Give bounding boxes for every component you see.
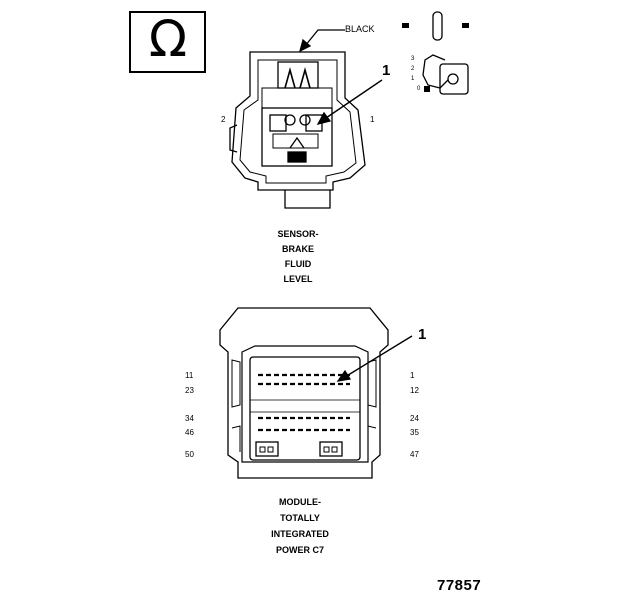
pin-label-right: 12 — [410, 386, 419, 395]
bottom-connector-face — [249, 356, 361, 461]
key-position-label: 3 — [411, 56, 415, 62]
pin-label-right: 24 — [410, 414, 419, 423]
bottom-name-line: MODULE- — [279, 497, 321, 507]
key-position-label: 2 — [411, 66, 415, 72]
key-position-label: 1 — [411, 76, 415, 82]
top-connector-housing — [231, 51, 366, 191]
pin-label-left: 11 — [185, 371, 194, 380]
top-name-line: FLUID — [284, 259, 312, 269]
pin-label-left: 23 — [185, 386, 194, 395]
key-position-labels: 3 2 1 0 — [411, 54, 420, 94]
key-position-label: 0 — [417, 86, 421, 92]
top-name-line: BRAKE — [281, 244, 314, 254]
top-name-line: SENSOR- — [277, 229, 319, 239]
bottom-name-line: INTEGRATED — [271, 529, 329, 539]
pin-label-right: 1 — [410, 371, 415, 380]
bottom-connector-housing — [219, 307, 389, 479]
bottom-name-line: TOTALLY — [280, 513, 320, 523]
pin-label-left: 46 — [185, 428, 194, 437]
pin-label-right: 35 — [410, 428, 419, 437]
top-pin-label-right: 1 — [370, 115, 375, 124]
bottom-connector-name: MODULE- TOTALLY INTEGRATED POWER C7 — [240, 494, 360, 558]
ohm-symbol: Ω — [148, 10, 188, 68]
bottom-callout-number: 1 — [418, 326, 427, 343]
pin-label-right: 47 — [410, 450, 419, 459]
ohm-symbol-box — [129, 11, 206, 73]
top-connector-name: SENSOR- BRAKE FLUID LEVEL — [248, 227, 348, 287]
top-connector-face — [261, 107, 333, 167]
figure-number: 77857 — [437, 577, 482, 594]
top-pin-label-left: 2 — [221, 115, 226, 124]
bottom-name-line: POWER C7 — [275, 545, 324, 555]
wire-color-label: BLACK — [345, 24, 375, 34]
pin-label-left: 34 — [185, 414, 194, 423]
top-name-line: LEVEL — [283, 274, 313, 284]
pin-label-left: 50 — [185, 450, 194, 459]
top-callout-number: 1 — [382, 62, 391, 79]
